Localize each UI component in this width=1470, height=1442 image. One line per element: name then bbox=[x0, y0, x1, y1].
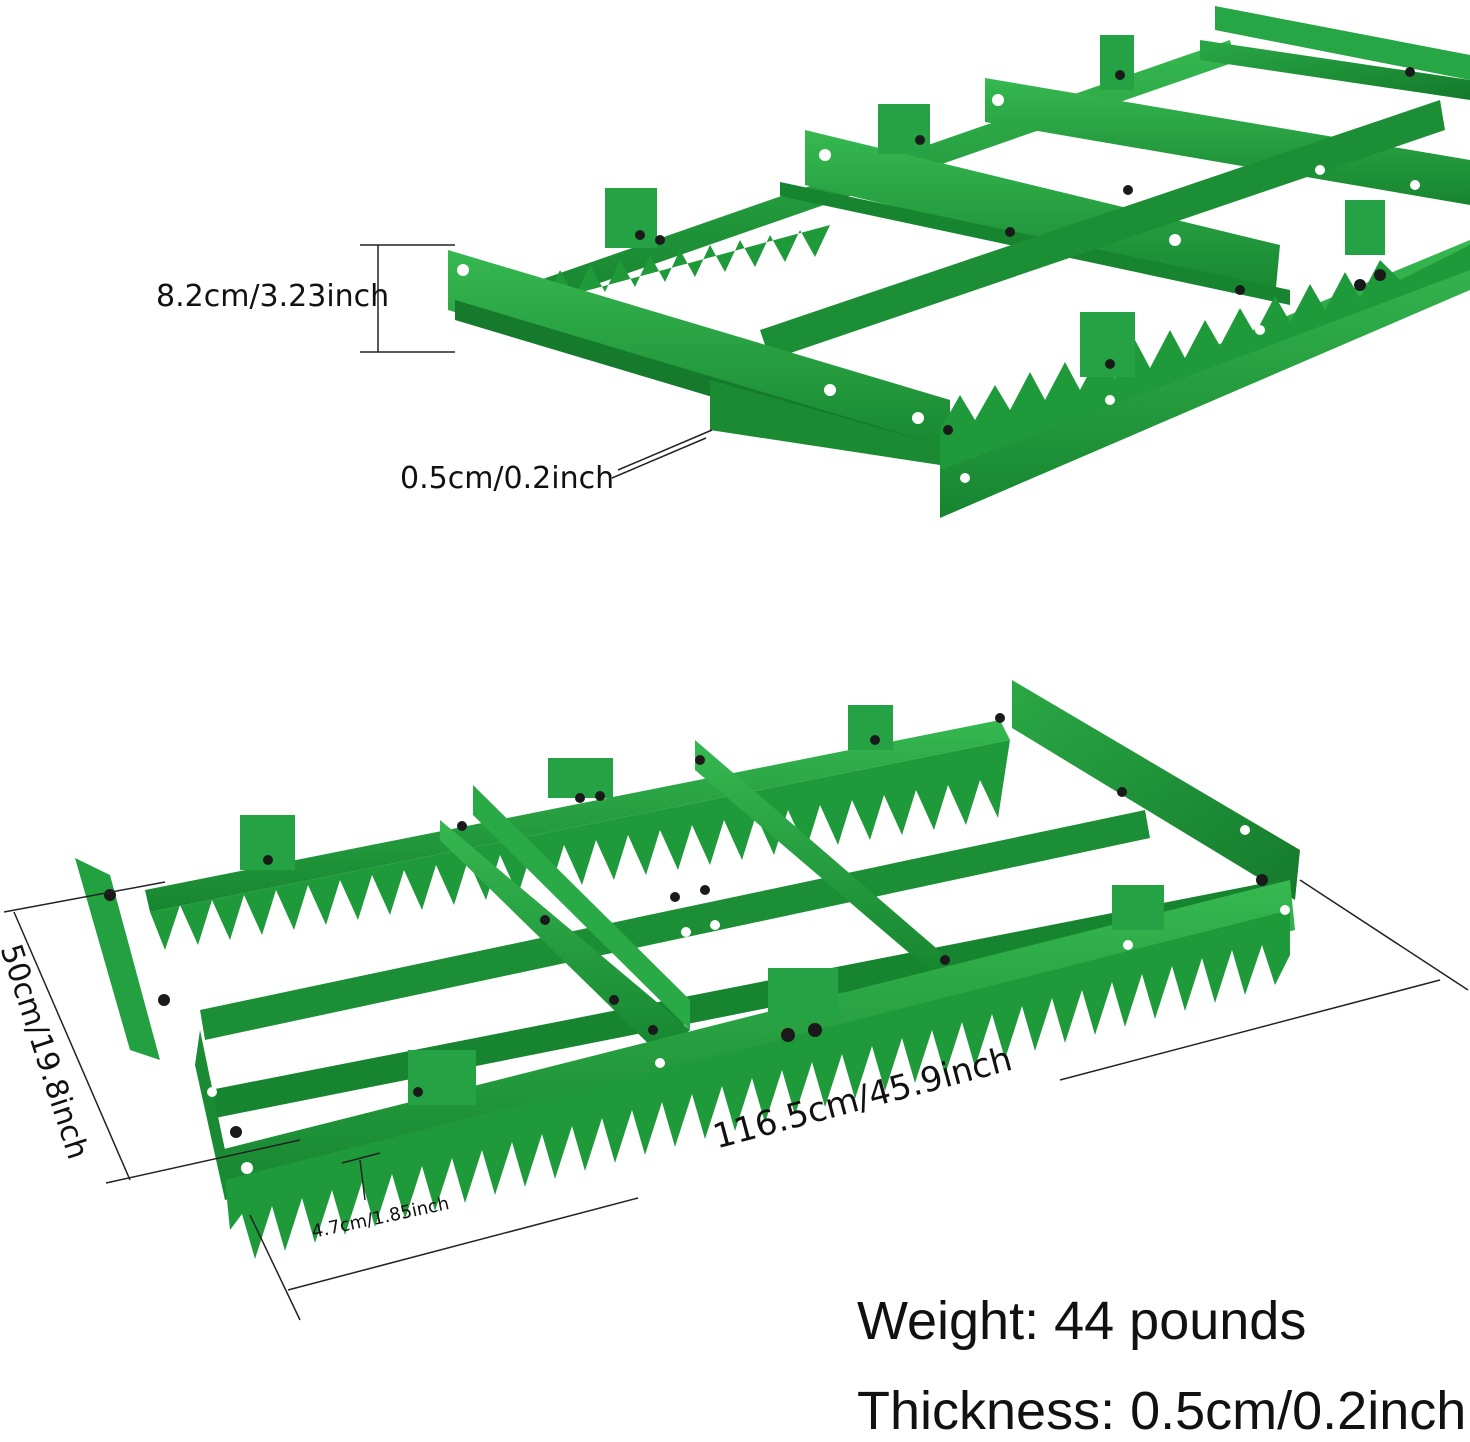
top-front-teeth bbox=[940, 245, 1470, 470]
bottom-rake-frame bbox=[75, 680, 1300, 1259]
thickness-spec: Thickness: 0.5cm/0.2inch bbox=[857, 1381, 1467, 1441]
weight-spec: Weight: 44 pounds bbox=[857, 1291, 1307, 1351]
top-rake-frame bbox=[448, 6, 1470, 518]
bottom-back-teeth bbox=[150, 740, 1010, 950]
height-dimension-label: 8.2cm/3.23inch bbox=[156, 279, 390, 314]
bottom-dimension-lines bbox=[3, 879, 1469, 1321]
top-back-teeth bbox=[545, 225, 830, 302]
top-dimension-lines bbox=[360, 244, 713, 479]
thickness-dimension-label: 0.5cm/0.2inch bbox=[400, 461, 615, 496]
bottom-front-teeth bbox=[225, 910, 1290, 1259]
